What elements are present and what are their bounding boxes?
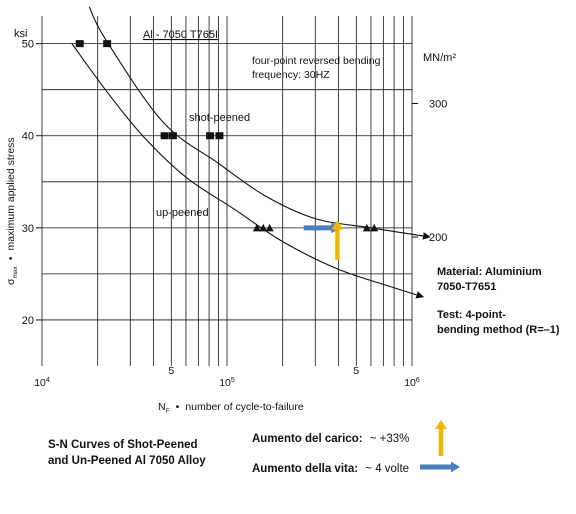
yellow-arrow-icon [435, 420, 447, 456]
y2-axis-unit: MN/m² [423, 52, 456, 64]
test-label-line1: Test: 4-point- [437, 309, 506, 321]
series-label-up-peened: up-peened [156, 207, 209, 219]
svg-text:σmax•maximum applied stress: σmax•maximum applied stress [5, 137, 19, 285]
y-axis-symbol: σ [5, 278, 17, 285]
chart-subtitle-line2: frequency: 30HZ [252, 69, 330, 81]
yellow-arrow-icon [331, 220, 344, 261]
legend-load-label: Aumento del carico: [252, 433, 363, 445]
square-marker [168, 132, 177, 140]
square-marker [215, 132, 224, 140]
y-tick-labels: 20 30 40 50 [22, 39, 34, 327]
legend-load-value: ~ +33% [370, 433, 410, 445]
y-axis-symbol-sub: max [12, 265, 19, 278]
x-tick-labels: 104 5 105 5 106 [34, 365, 420, 389]
legend-life-value: ~ 4 volte [365, 463, 409, 475]
legend-life-label: Aumento della vita: [252, 463, 358, 475]
y-axis-label: σmax•maximum applied stress [5, 137, 19, 285]
y-tick-label: 40 [22, 131, 34, 143]
x-tick-label: 106 [404, 377, 420, 389]
square-marker [206, 132, 215, 140]
x-tick-label: 5 [353, 365, 359, 377]
x-tick-label: 5 [168, 365, 174, 377]
y-tick-label: 30 [22, 223, 34, 235]
x-axis-symbol-sub: F [166, 408, 170, 415]
triangle-marker [370, 223, 379, 232]
square-marker [75, 40, 84, 48]
triangle-marker [362, 223, 371, 232]
annotation-arrows [303, 220, 344, 261]
caption-line2: and Un-Peened Al 7050 Alloy [48, 455, 206, 467]
x-tick-label: 104 [34, 377, 50, 389]
square-marker [103, 40, 112, 48]
caption-line1: S-N Curves of Shot-Peened [48, 439, 198, 451]
x-tick-label: 105 [219, 377, 235, 389]
triangle-marker [252, 223, 261, 232]
x-axis-text: number of cycle-to-failure [185, 401, 304, 413]
square-marker [160, 132, 169, 140]
blue-arrow-icon [420, 461, 460, 473]
y2-tick-label: 200 [429, 232, 447, 244]
plot-grid [36, 16, 418, 366]
fit-curves [71, 6, 431, 299]
blue-arrow-icon [303, 222, 341, 234]
y-axis-text: maximum applied stress [5, 137, 17, 250]
test-label-line2: bending method (R=–1) [437, 324, 560, 336]
y-tick-label: 50 [22, 39, 34, 51]
x-axis-symbol: N [158, 401, 166, 413]
y-tick-label: 20 [22, 315, 34, 327]
y2-tick-labels: 200 300 [429, 99, 447, 245]
triangle-marker [265, 223, 274, 232]
chart-subtitle-line1: four-point reversed bending [252, 55, 381, 67]
x-axis-label: NF•number of cycle-to-failure [158, 401, 304, 415]
material-label-line2: 7050-T7651 [437, 281, 496, 293]
chart-title: Al - 7050 T765I [143, 29, 218, 41]
series-label-shot-peened: shot-peened [189, 112, 250, 124]
legend-life: Aumento della vita: ~ 4 volte [252, 463, 409, 475]
yellow-arrow-icon [435, 420, 447, 456]
blue-arrow-icon [420, 461, 460, 473]
triangle-marker [259, 223, 268, 232]
y2-tick-label: 300 [429, 99, 447, 111]
y-axis-unit: ksi [14, 28, 27, 40]
curve-shot-peened [88, 6, 431, 240]
legend-load: Aumento del carico: ~ +33% [252, 433, 409, 445]
curve-up-peened [71, 43, 424, 299]
data-markers [75, 40, 379, 232]
material-label-line1: Material: Aluminium [437, 266, 542, 278]
